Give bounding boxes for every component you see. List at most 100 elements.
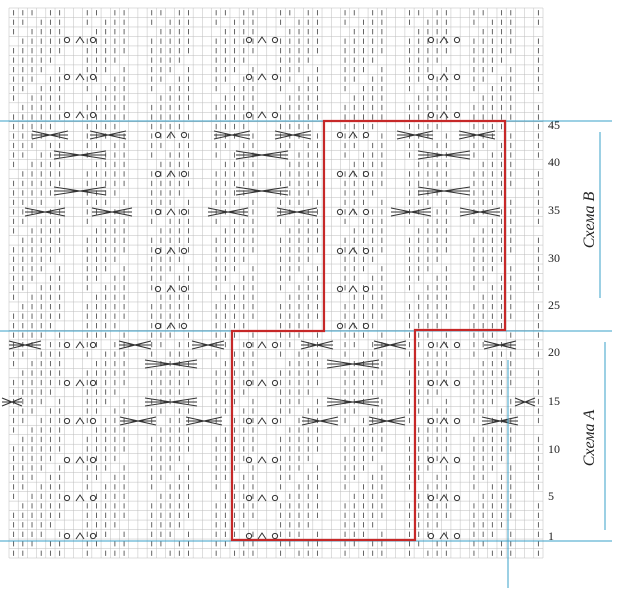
yarn-over-icon <box>271 341 279 349</box>
decrease-icon <box>75 111 85 119</box>
decrease-icon <box>166 322 176 330</box>
cable-cross-group <box>300 340 334 350</box>
yarn-over-icon <box>362 131 370 139</box>
decrease-icon <box>348 131 358 139</box>
decrease-icon <box>439 73 449 81</box>
yarn-over-decrease-group <box>63 73 97 81</box>
row-number-30: 30 <box>548 251 560 265</box>
cable-cross-group <box>373 340 407 350</box>
yarn-over-icon <box>180 131 188 139</box>
row-number-40: 40 <box>548 155 560 169</box>
decrease-icon <box>348 247 358 255</box>
yarn-over-icon <box>180 208 188 216</box>
yarn-over-decrease-group <box>336 285 370 293</box>
yarn-over-icon <box>89 36 97 44</box>
decrease-icon <box>75 379 85 387</box>
decrease-icon <box>75 341 85 349</box>
cable-cross-icon <box>417 186 471 196</box>
yarn-over-icon <box>89 532 97 540</box>
cable-cross-icon <box>213 130 251 140</box>
decrease-icon <box>439 494 449 502</box>
yarn-over-decrease-group <box>63 379 97 387</box>
yarn-over-decrease-group <box>245 36 279 44</box>
cable-cross-icon <box>301 416 339 426</box>
yarn-over-icon <box>154 170 162 178</box>
yarn-over-icon <box>63 417 71 425</box>
yarn-over-icon <box>89 379 97 387</box>
yarn-over-decrease-group <box>245 341 279 349</box>
yarn-over-decrease-group <box>245 111 279 119</box>
yarn-over-decrease-group <box>63 532 97 540</box>
cable-cross-icon <box>459 207 501 217</box>
yarn-over-icon <box>271 417 279 425</box>
row-number-20: 20 <box>548 345 560 359</box>
repeat-outline-path <box>230 119 507 542</box>
yarn-over-icon <box>271 73 279 81</box>
yarn-over-icon <box>245 36 253 44</box>
yarn-over-decrease-group <box>336 131 370 139</box>
yarn-over-icon <box>154 285 162 293</box>
yarn-over-icon <box>89 417 97 425</box>
yarn-over-icon <box>453 417 461 425</box>
yarn-over-icon <box>453 341 461 349</box>
cable-cross-group <box>31 130 69 140</box>
yarn-over-icon <box>63 111 71 119</box>
grid-lines <box>8 7 544 559</box>
cable-cross-group <box>144 397 198 407</box>
yarn-over-decrease-group <box>427 417 461 425</box>
cable-cross-group <box>326 359 380 369</box>
decrease-icon <box>75 456 85 464</box>
scheme-a-bracket: Схема А <box>581 342 606 530</box>
yarn-over-icon <box>245 111 253 119</box>
cable-cross-group <box>1 397 23 407</box>
cable-cross-icon <box>276 207 318 217</box>
cable-cross-group <box>514 397 536 407</box>
yarn-over-decrease-group <box>154 285 188 293</box>
row-number-25: 25 <box>548 298 560 312</box>
yarn-over-icon <box>63 532 71 540</box>
decrease-icon <box>257 456 267 464</box>
row-number-5: 5 <box>548 489 554 503</box>
yarn-over-decrease-group <box>336 322 370 330</box>
yarn-over-decrease-group <box>336 170 370 178</box>
yarn-over-icon <box>453 36 461 44</box>
yarn-over-icon <box>427 417 435 425</box>
yarn-over-decrease-group <box>245 456 279 464</box>
cable-cross-group <box>235 150 289 160</box>
yarn-over-icon <box>271 494 279 502</box>
yarn-over-decrease-group <box>245 494 279 502</box>
yarn-over-icon <box>362 322 370 330</box>
decrease-icon <box>75 73 85 81</box>
yarn-over-icon <box>245 73 253 81</box>
yarn-over-decrease-group <box>63 456 97 464</box>
stitch-symbols <box>1 10 539 556</box>
yarn-over-decrease-group <box>427 494 461 502</box>
yarn-over-icon <box>271 36 279 44</box>
yarn-over-icon <box>180 247 188 255</box>
cable-cross-icon <box>458 130 496 140</box>
decrease-icon <box>166 285 176 293</box>
yarn-over-icon <box>63 456 71 464</box>
yarn-over-icon <box>154 208 162 216</box>
decrease-icon <box>75 417 85 425</box>
decrease-icon <box>257 341 267 349</box>
yarn-over-decrease-group <box>245 417 279 425</box>
yarn-over-icon <box>336 131 344 139</box>
row-number-35: 35 <box>548 203 560 217</box>
row-number-10: 10 <box>548 442 560 456</box>
yarn-over-icon <box>245 341 253 349</box>
decrease-icon <box>439 36 449 44</box>
decrease-icon <box>439 417 449 425</box>
cable-cross-group <box>459 207 501 217</box>
yarn-over-icon <box>427 379 435 387</box>
yarn-over-icon <box>245 456 253 464</box>
cable-cross-group <box>368 416 406 426</box>
cable-cross-icon <box>31 130 69 140</box>
decrease-icon <box>439 341 449 349</box>
yarn-over-decrease-group <box>63 494 97 502</box>
yarn-over-icon <box>427 341 435 349</box>
yarn-over-icon <box>271 532 279 540</box>
yarn-over-icon <box>427 111 435 119</box>
yarn-over-icon <box>180 322 188 330</box>
yarn-over-decrease-group <box>427 456 461 464</box>
